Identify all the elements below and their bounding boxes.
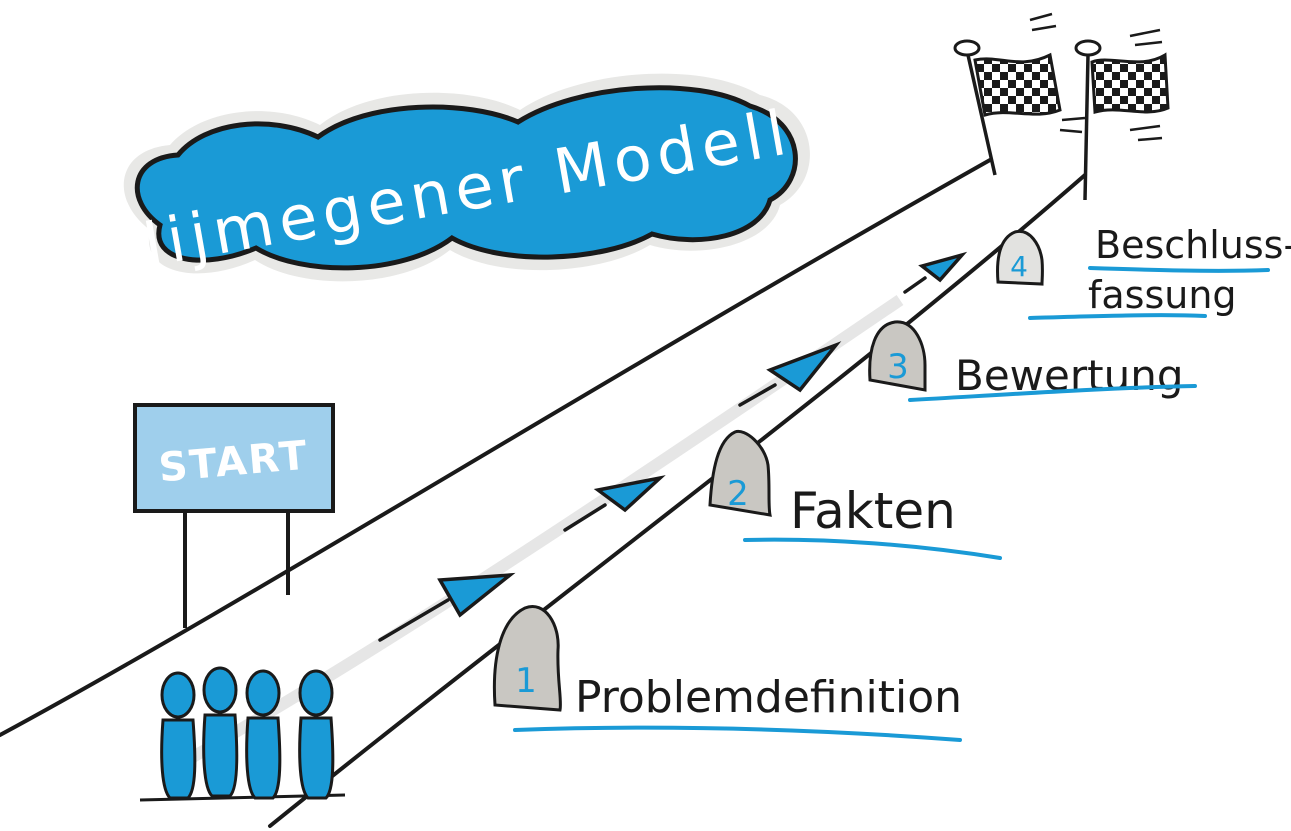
start-sign: START [133, 403, 335, 628]
direction-arrows [378, 251, 968, 642]
arrow-head-icon [593, 475, 666, 513]
milestone-2: 2 [708, 429, 772, 517]
milestone-4: 4 [996, 229, 1044, 286]
arrow-head-icon [766, 341, 842, 393]
people-group [139, 666, 346, 802]
step-label-1: Problemdefinition [513, 672, 962, 742]
arrow-line [903, 276, 927, 294]
arrow-line [738, 383, 777, 407]
milestone-3: 3 [868, 320, 927, 392]
milestone-number: 4 [1010, 250, 1028, 283]
checkered-flag-icon [953, 12, 1086, 176]
arrow-head-icon [437, 572, 516, 618]
step-label-text-line1: Beschluss- [1095, 223, 1291, 267]
arrow-head-icon [918, 251, 968, 283]
arrow-line [378, 598, 450, 642]
step-label-text: Problemdefinition [575, 672, 962, 723]
step-label-text-line2: fassung [1088, 273, 1237, 317]
title-cloud: Nijmegener Modell [110, 73, 810, 286]
milestone-1: 1 [492, 605, 562, 712]
person-icon [202, 666, 239, 798]
person-icon [298, 669, 335, 800]
step-label-text: Fakten [790, 482, 956, 540]
step-label-3: Bewertung [908, 351, 1197, 402]
person-icon [245, 669, 282, 800]
milestone-number: 1 [515, 661, 537, 701]
step-label-4: Beschluss- fassung [1028, 223, 1291, 320]
milestone-number: 3 [887, 347, 909, 387]
step-label-2: Fakten [743, 482, 1002, 560]
checkered-flag-icon [1074, 28, 1170, 201]
finish-flags [953, 12, 1170, 201]
milestone-number: 2 [727, 474, 749, 514]
arrow-line [563, 503, 607, 532]
person-icon [160, 671, 197, 800]
